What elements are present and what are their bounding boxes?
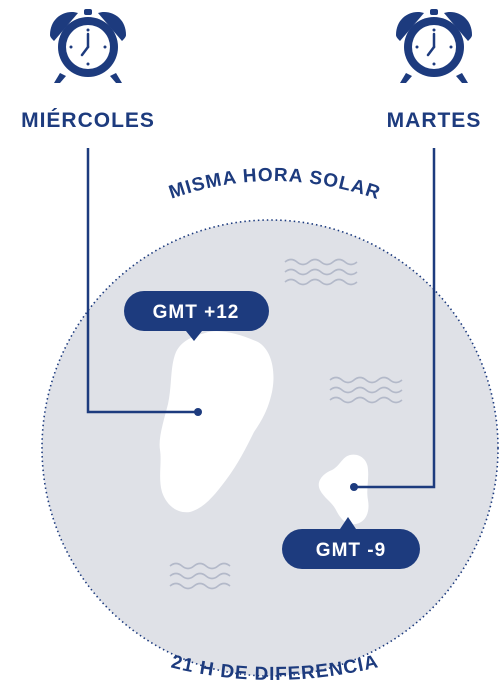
badge-right: GMT -9 — [282, 517, 420, 569]
badge-right-text: GMT -9 — [316, 540, 386, 561]
waves-bottom — [169, 562, 231, 590]
left-connector-line — [86, 148, 198, 414]
right-clock-label: MARTES — [387, 109, 482, 132]
alarm-clock-icon — [396, 9, 472, 83]
right-connector-line — [354, 148, 436, 489]
badge-left: GMT +12 — [124, 291, 269, 341]
left-clock-label: MIÉRCOLES — [21, 109, 155, 132]
waves-top — [284, 258, 358, 286]
waves-middle — [329, 376, 403, 404]
alarm-clock-icon — [50, 9, 126, 83]
island-large — [159, 331, 274, 513]
globe — [42, 220, 498, 676]
badge-left-text: GMT +12 — [153, 302, 240, 323]
globe-dotted-outline — [41, 219, 499, 677]
left-connector-dot — [194, 408, 202, 416]
right-connector-dot — [350, 483, 358, 491]
island-small — [318, 454, 369, 525]
top-arc-text: MISMA HORA SOLAR — [166, 165, 383, 204]
